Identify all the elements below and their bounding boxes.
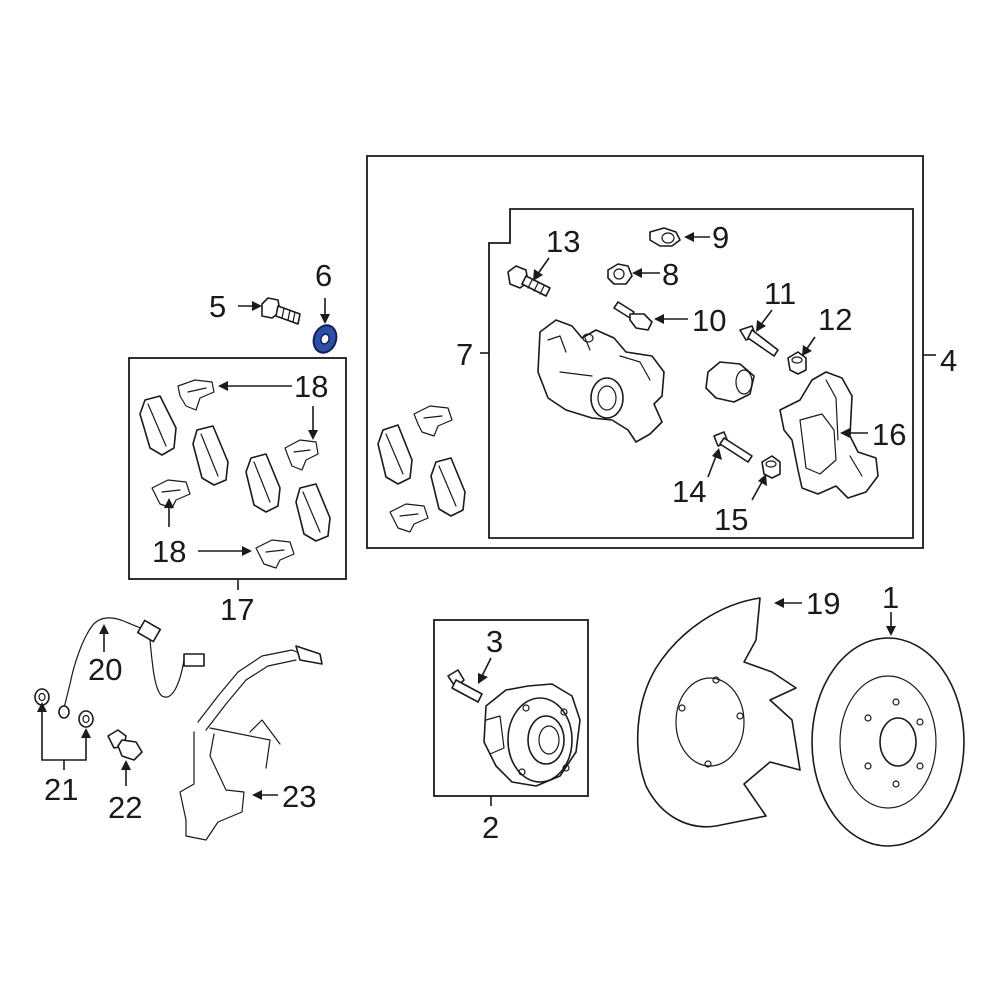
part-11-guide-pin[interactable]	[739, 325, 779, 357]
part-10-bleeder-screw[interactable]	[613, 301, 653, 331]
part-20-brake-hose[interactable]	[58, 617, 205, 719]
callout-19[interactable]: 19	[806, 586, 840, 621]
arrowheads	[37, 232, 896, 800]
callout-18-top[interactable]: 18	[294, 369, 328, 404]
callout-2[interactable]: 2	[482, 810, 499, 845]
callout-11[interactable]: 11	[764, 276, 796, 311]
part-21-washers[interactable]	[34, 688, 94, 728]
caliper-housing[interactable]	[537, 319, 665, 443]
part-6-washer[interactable]	[310, 322, 340, 356]
callout-18-bottom[interactable]: 18	[152, 534, 186, 569]
part-7-pads-in-assembly[interactable]	[377, 405, 466, 533]
pad-kit-frame	[128, 357, 347, 580]
part-3-hub-bolt[interactable]	[447, 669, 483, 703]
callout-21[interactable]: 21	[44, 772, 78, 807]
callout-12[interactable]: 12	[818, 302, 852, 337]
callout-15[interactable]: 15	[714, 502, 748, 537]
part-2-wheel-hub[interactable]	[483, 683, 581, 787]
callout-1[interactable]: 1	[882, 580, 899, 615]
part-8-bleeder[interactable]	[607, 263, 633, 285]
part-19-dust-shield[interactable]	[636, 597, 801, 828]
part-23-abs-sensor-harness[interactable]	[179, 645, 323, 841]
callout-16[interactable]: 16	[872, 417, 906, 452]
callout-22[interactable]: 22	[108, 790, 142, 825]
part-12-boot[interactable]	[787, 351, 807, 375]
callout-13[interactable]: 13	[546, 224, 580, 259]
callout-14[interactable]: 14	[672, 474, 706, 509]
callout-4[interactable]: 4	[940, 343, 957, 378]
part-5-bolt[interactable]	[261, 297, 301, 325]
caliper-assembly-frame	[366, 155, 924, 549]
part-18-pad-clips[interactable]	[151, 379, 319, 569]
callout-8[interactable]: 8	[662, 257, 679, 292]
caliper-inner-frame	[488, 208, 914, 539]
callout-23[interactable]: 23	[282, 779, 316, 814]
part-9-cap[interactable]	[649, 227, 681, 247]
caliper-piston[interactable]	[705, 361, 755, 403]
callout-9[interactable]: 9	[712, 220, 729, 255]
callout-20[interactable]: 20	[88, 652, 122, 687]
hub-frame	[433, 619, 589, 797]
part-14-guide-pin[interactable]	[713, 431, 753, 463]
part-1-brake-rotor[interactable]	[811, 637, 965, 847]
callout-7[interactable]: 7	[456, 337, 473, 372]
part-22-banjo-bolt[interactable]	[107, 729, 143, 761]
callout-labels: 5 6 18 18 17 7 4 13 9 8 10 11 12 16 14 1…	[44, 220, 957, 845]
callout-6[interactable]: 6	[315, 258, 332, 293]
callout-10[interactable]: 10	[692, 303, 726, 338]
callout-5[interactable]: 5	[209, 289, 226, 324]
callout-17[interactable]: 17	[220, 592, 254, 627]
part-15-boot[interactable]	[761, 455, 781, 479]
part-13-bolt[interactable]	[507, 265, 551, 297]
part-16-caliper-bracket[interactable]	[779, 371, 879, 499]
part-17-brake-pad-kit[interactable]	[139, 395, 331, 542]
callout-3[interactable]: 3	[486, 624, 503, 659]
leader-lines	[41, 236, 936, 806]
